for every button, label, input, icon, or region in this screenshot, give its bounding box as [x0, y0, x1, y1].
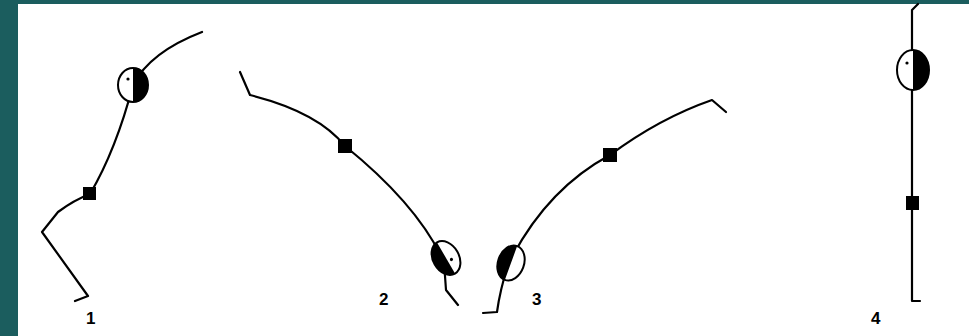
figure-line — [240, 72, 458, 305]
figure-number: 4 — [871, 310, 880, 327]
figure-number: 2 — [379, 291, 388, 308]
figure-number: 1 — [86, 310, 95, 327]
figure-number: 3 — [532, 291, 541, 308]
figure-line — [483, 100, 726, 313]
head — [426, 236, 467, 280]
figure-line — [42, 32, 202, 301]
frame-band — [0, 0, 18, 336]
joint-marker — [83, 139, 919, 210]
head — [493, 242, 530, 285]
head — [118, 68, 148, 102]
head — [897, 50, 929, 90]
frame-band — [0, 0, 969, 4]
figure-line — [912, 4, 920, 301]
